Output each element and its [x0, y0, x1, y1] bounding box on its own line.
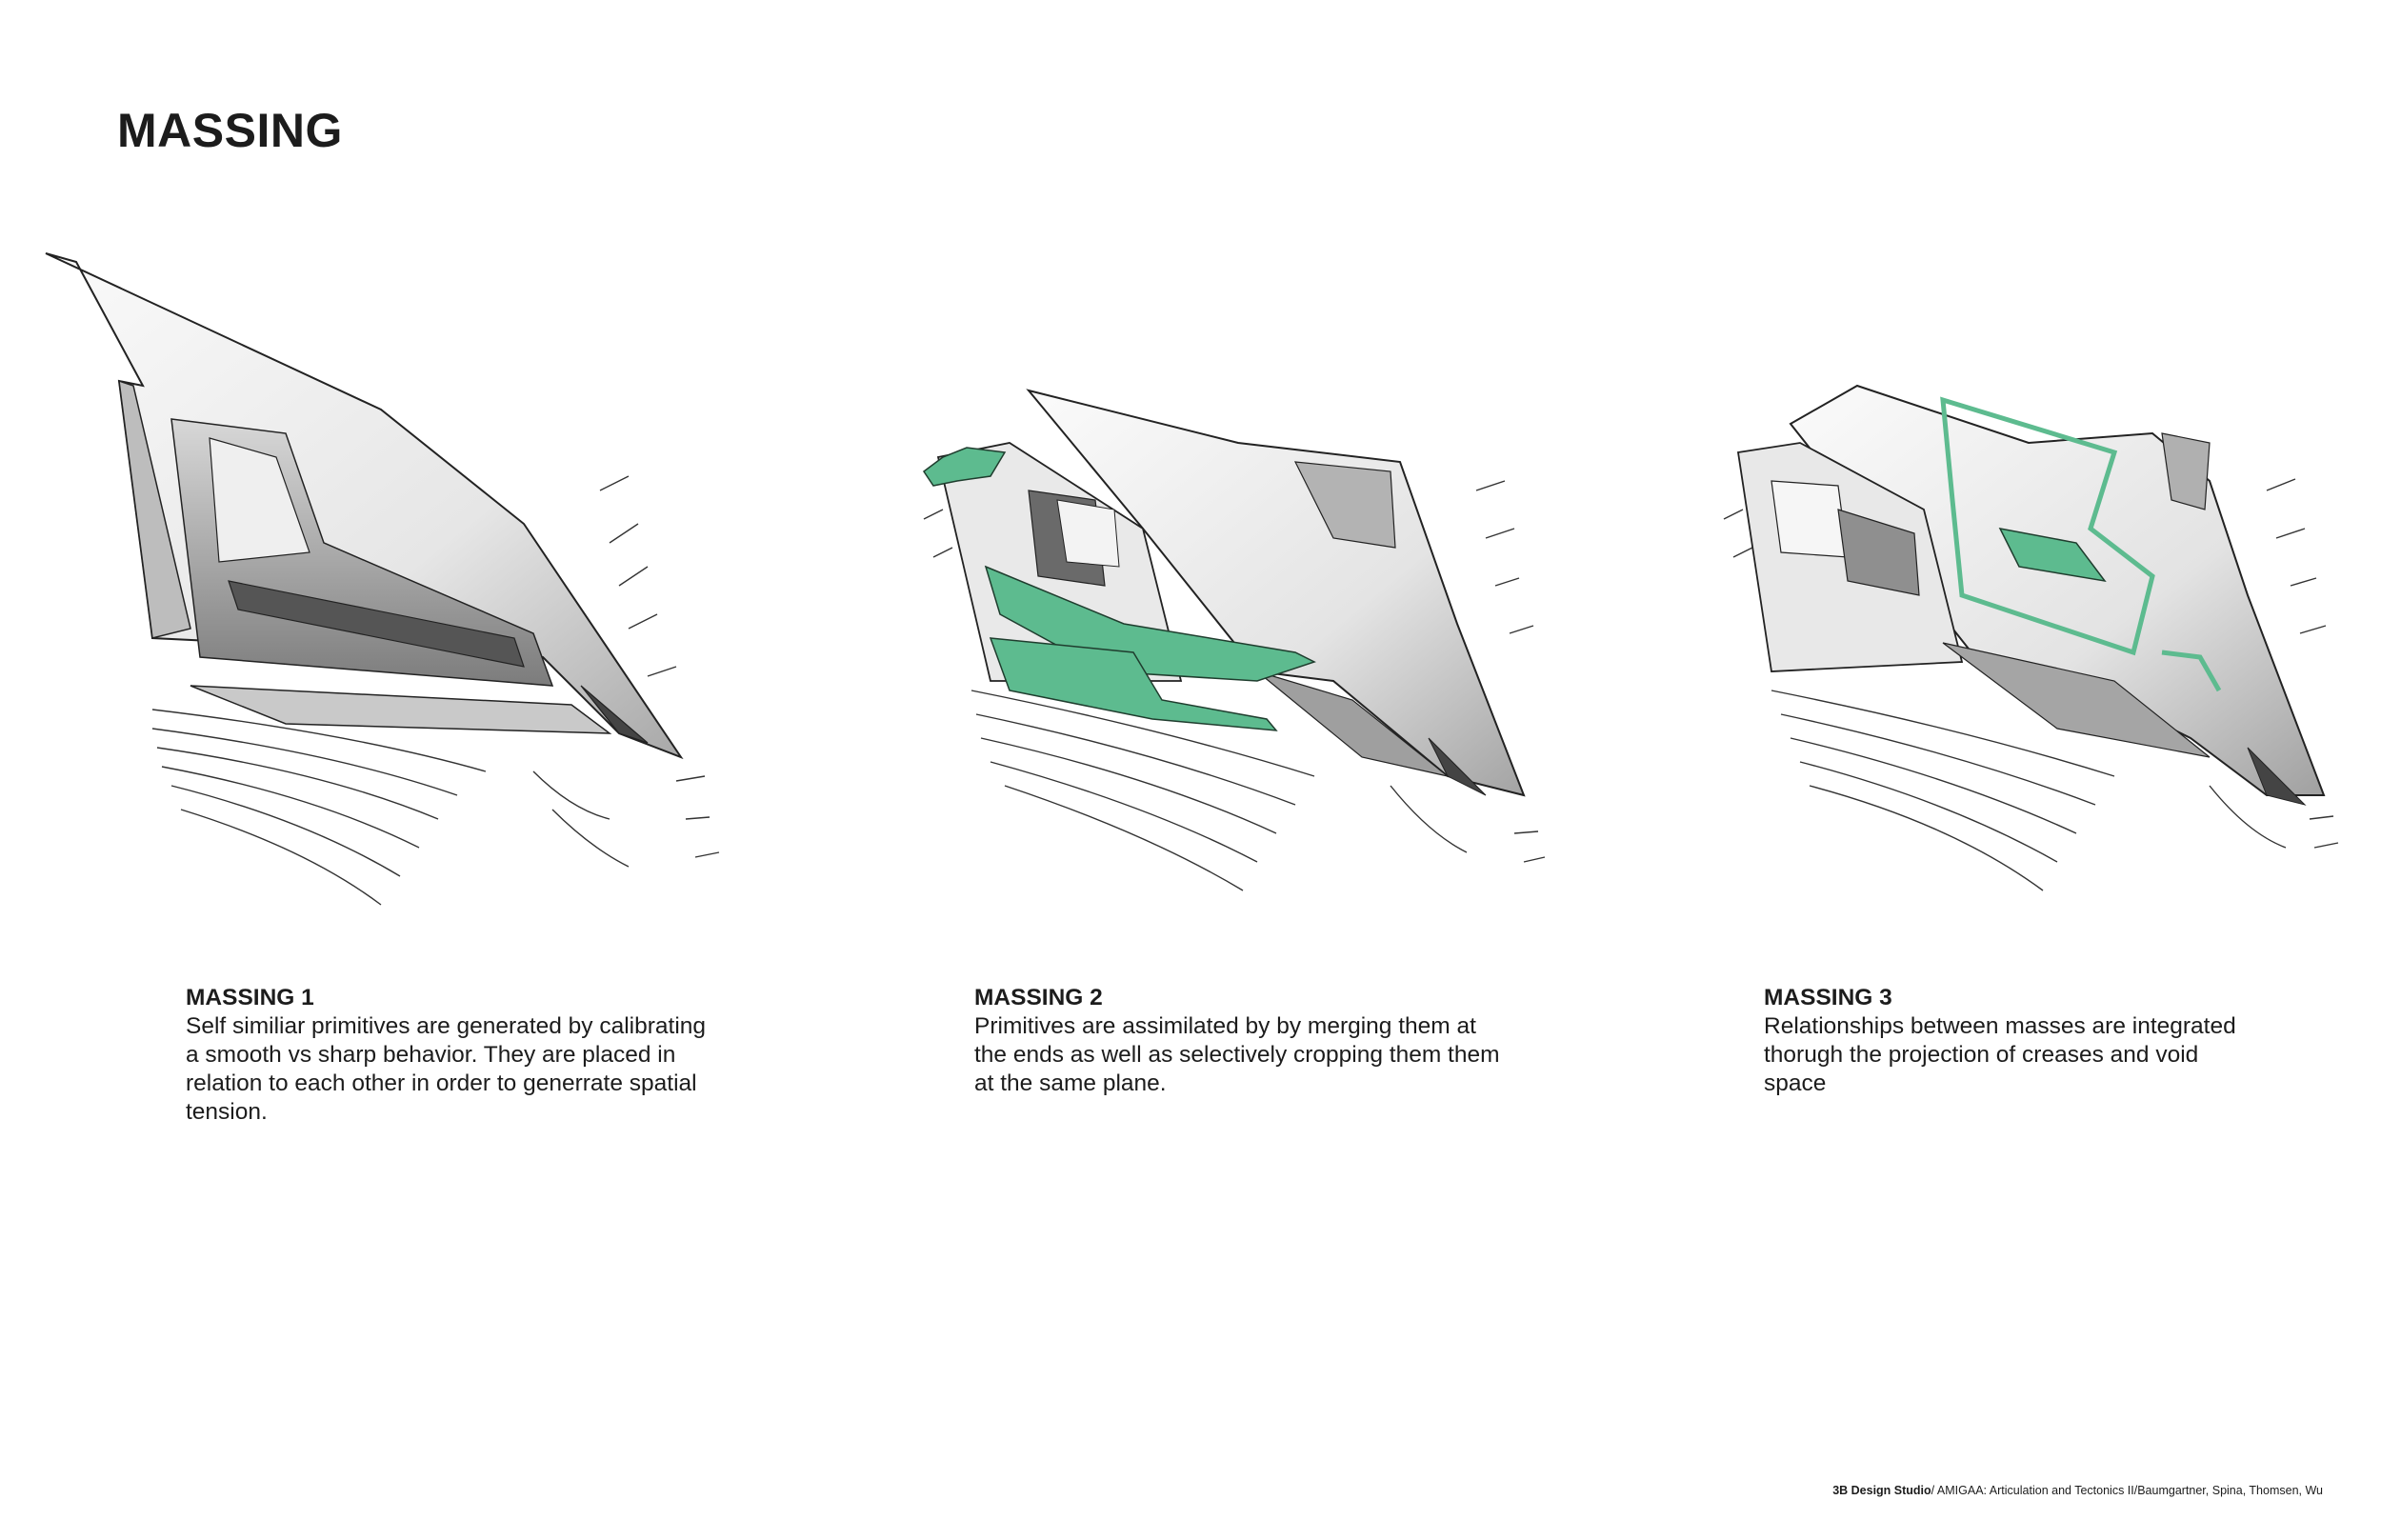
- massing-1-drawing: [38, 238, 743, 924]
- massing-3-description: Relationships between masses are integra…: [1764, 1013, 2236, 1096]
- massing-2-caption: MASSING 2 Primitives are assimilated by …: [974, 984, 1508, 1098]
- accent-green-void: [1998, 527, 2107, 583]
- footer-credit: 3B Design Studio/ AMIGAA: Articulation a…: [1832, 1484, 2323, 1497]
- mass-primitive: [936, 389, 1526, 797]
- massing-2-description: Primitives are assimilated by by merging…: [974, 1013, 1500, 1096]
- massing-2-title: MASSING 2: [974, 985, 1103, 1010]
- accent-green-regions: [922, 447, 1316, 731]
- page-title: MASSING: [117, 104, 343, 157]
- accent-green-regions: [1940, 396, 2222, 692]
- massing-1-title: MASSING 1: [186, 985, 314, 1010]
- massing-3-caption: MASSING 3 Relationships between masses a…: [1764, 984, 2259, 1098]
- massing-1-caption: MASSING 1 Self similiar primitives are g…: [186, 984, 719, 1127]
- mass-primitive: [1736, 384, 2326, 806]
- massing-2-drawing: [914, 376, 1546, 910]
- footer-course-credit: / AMIGAA: Articulation and Tectonics II/…: [1931, 1484, 2323, 1497]
- terrain-lines: [923, 480, 1546, 891]
- footer-studio: 3B Design Studio: [1832, 1484, 1931, 1497]
- terrain-lines: [1723, 478, 2339, 891]
- mass-primitive: [45, 252, 684, 760]
- massing-1-description: Self similiar primitives are generated b…: [186, 1013, 707, 1125]
- massing-3-title: MASSING 3: [1764, 985, 1892, 1010]
- massing-3-drawing: [1714, 367, 2343, 900]
- terrain-lines: [151, 475, 720, 906]
